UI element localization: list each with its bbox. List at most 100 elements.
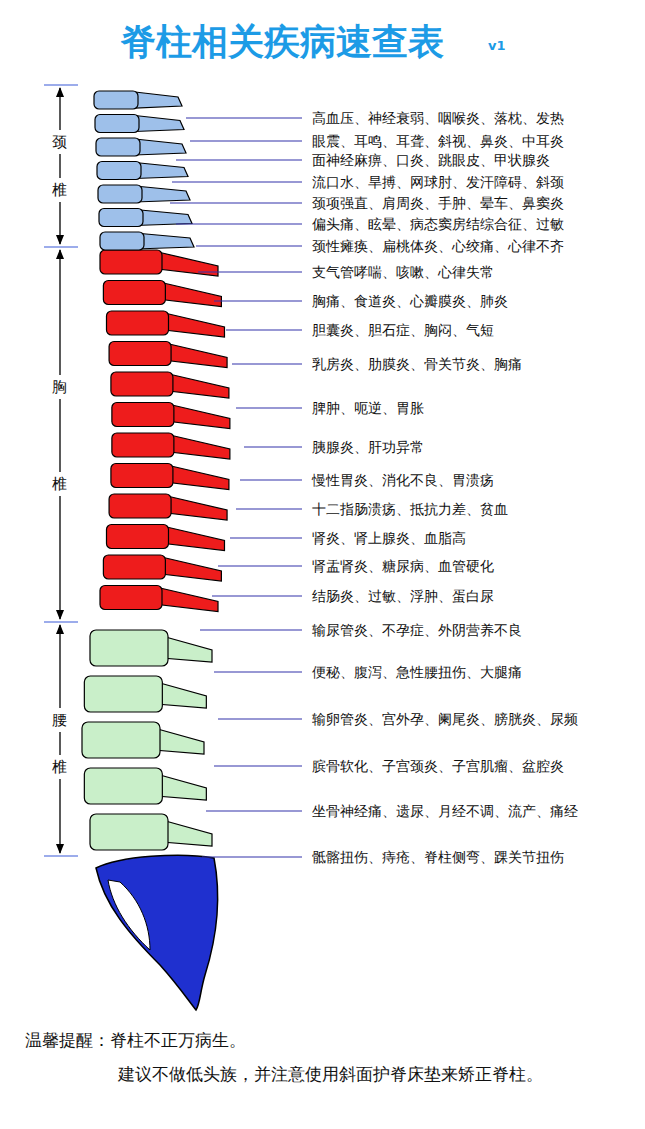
thoracic-process xyxy=(169,374,229,398)
disease-list: 十二指肠溃疡、抵抗力差、贫血 xyxy=(312,499,508,519)
disease-list: 胰腺炎、肝功异常 xyxy=(312,437,424,457)
leader-line xyxy=(236,508,302,509)
lumbar-vertebra xyxy=(84,676,162,712)
leader-line xyxy=(226,329,302,330)
cervical-vertebra xyxy=(95,115,139,133)
thoracic-vertebra xyxy=(106,311,168,335)
lumbar-vertebra xyxy=(82,722,160,758)
leader-line xyxy=(170,202,302,203)
region-label: 椎 xyxy=(52,755,67,779)
leader-line xyxy=(202,856,302,857)
cervical-process xyxy=(135,163,188,179)
thoracic-process xyxy=(161,557,221,581)
sacrum xyxy=(96,855,218,1010)
leader-line xyxy=(218,565,302,566)
cervical-vertebra xyxy=(94,91,138,109)
version-tag: v1 xyxy=(488,36,506,56)
disease-list: 脾肿、呃逆、胃胀 xyxy=(312,398,424,418)
leader-line xyxy=(214,300,302,301)
leader-line xyxy=(172,181,302,182)
disease-list: 便秘、腹泻、急性腰扭伤、大腿痛 xyxy=(312,662,522,682)
thoracic-process xyxy=(164,527,224,551)
region-bracket xyxy=(44,85,78,856)
lumbar-vertebra xyxy=(90,814,168,850)
region-label: 胸 xyxy=(52,375,67,399)
cervical-process xyxy=(135,139,186,155)
disease-list: 面神经麻痹、口炎、跳眼皮、甲状腺炎 xyxy=(312,150,550,170)
leader-line xyxy=(244,446,302,447)
leader-line xyxy=(236,407,302,408)
thoracic-process xyxy=(170,435,230,459)
lumbar-vertebra xyxy=(84,768,162,804)
disease-list: 骶髂扭伤、痔疮、脊柱侧弯、踝关节扭伤 xyxy=(312,847,564,867)
title: 脊柱相关疾病速查表 xyxy=(120,18,444,67)
lumbar-vertebra xyxy=(90,630,168,666)
leader-line xyxy=(214,765,302,766)
leader-line xyxy=(200,629,302,630)
disease-list: 结肠炎、过敏、浮肿、蛋白尿 xyxy=(312,586,494,606)
leader-lines xyxy=(170,118,302,857)
sacrum-hole xyxy=(108,880,150,950)
disease-list: 胆囊炎、胆石症、胸闷、气短 xyxy=(312,320,494,340)
disease-list: 眼震、耳鸣、耳聋、斜视、鼻炎、中耳炎 xyxy=(312,131,564,151)
disease-list: 高血压、神经衰弱、咽喉炎、落枕、发热 xyxy=(312,108,564,128)
thoracic-vertebra xyxy=(109,494,171,518)
leader-line xyxy=(176,159,302,160)
leader-line xyxy=(230,537,302,538)
cervical-vertebra xyxy=(99,209,143,227)
thoracic-vertebra xyxy=(111,372,173,396)
leader-line xyxy=(218,718,302,719)
thoracic-process xyxy=(158,588,218,612)
thoracic-process xyxy=(169,466,229,490)
leader-line xyxy=(186,117,302,118)
lumbar-process xyxy=(154,728,204,754)
thoracic-vertebra xyxy=(103,555,165,579)
disease-list: 输卵管炎、宫外孕、阑尾炎、膀胱炎、尿频 xyxy=(312,709,578,729)
thoracic-vertebra xyxy=(103,281,165,305)
disease-list: 流口水、旱搏、网球肘、发汗障碍、斜颈 xyxy=(312,172,564,192)
cervical-process xyxy=(135,186,190,202)
disease-list: 肾炎、肾上腺炎、血脂高 xyxy=(312,528,466,548)
disease-list: 慢性胃炎、消化不良、胃溃疡 xyxy=(312,470,494,490)
thoracic-vertebra xyxy=(112,403,174,427)
lumbar-process xyxy=(162,820,212,846)
leader-line xyxy=(232,363,302,364)
leader-line xyxy=(198,271,302,272)
thoracic-vertebra xyxy=(100,250,162,274)
thoracic-vertebra xyxy=(106,525,168,549)
leader-line xyxy=(214,671,302,672)
region-label: 颈 xyxy=(52,130,67,154)
lumbar-process xyxy=(156,682,206,708)
lumbar-process xyxy=(162,636,212,662)
leader-line xyxy=(206,810,302,811)
cervical-vertebra xyxy=(98,185,142,203)
spine xyxy=(82,91,230,1010)
cervical-process xyxy=(135,116,184,132)
thoracic-process xyxy=(167,344,227,368)
disease-list: 坐骨神经痛、遗尿、月经不调、流产、痛经 xyxy=(312,801,578,821)
cervical-process xyxy=(135,92,182,108)
region-label: 椎 xyxy=(52,178,67,202)
disease-list: 乳房炎、肋膜炎、骨关节炎、胸痛 xyxy=(312,354,522,374)
disease-list: 输尿管炎、不孕症、外阴营养不良 xyxy=(312,620,522,640)
region-label: 椎 xyxy=(52,472,67,496)
disease-list: 颈性瘫痪、扁桃体炎、心绞痛、心律不齐 xyxy=(312,236,564,256)
cervical-vertebra xyxy=(97,162,141,180)
leader-line xyxy=(212,595,302,596)
leader-line xyxy=(196,245,302,246)
thoracic-process xyxy=(161,283,221,307)
lumbar-process xyxy=(156,774,206,800)
thoracic-vertebra xyxy=(100,586,162,610)
leader-line xyxy=(176,223,302,224)
disease-list: 肾盂肾炎、糖尿病、血管硬化 xyxy=(312,556,494,576)
disease-list: 膑骨软化、子宫颈炎、子宫肌瘤、盆腔炎 xyxy=(312,756,564,776)
thoracic-vertebra xyxy=(112,433,174,457)
leader-line xyxy=(190,140,302,141)
cervical-vertebra xyxy=(100,232,144,250)
disease-list: 颈项强直、肩周炎、手肿、晕车、鼻窦炎 xyxy=(312,193,564,213)
thoracic-process xyxy=(164,313,224,337)
disease-list: 胸痛、食道炎、心瓣膜炎、肺炎 xyxy=(312,291,508,311)
region-label: 腰 xyxy=(52,708,67,732)
thoracic-vertebra xyxy=(109,342,171,366)
leader-line xyxy=(240,479,302,480)
